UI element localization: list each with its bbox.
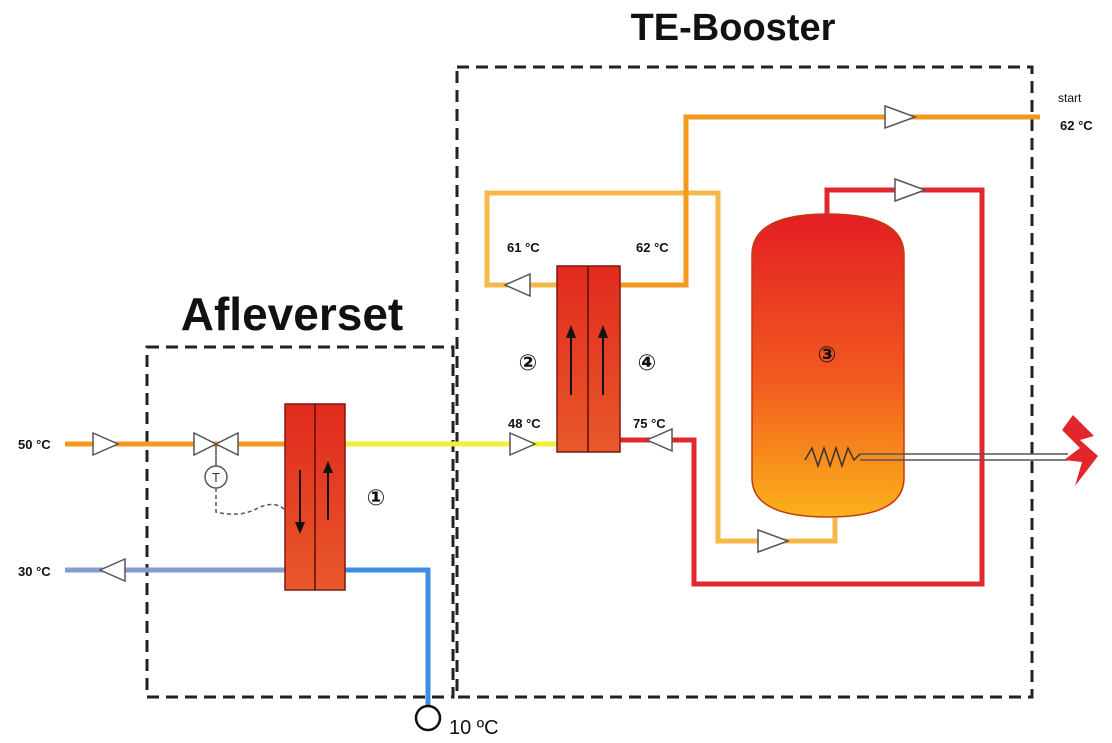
start-flow-arrow — [884, 104, 918, 130]
start-pipe — [620, 114, 1040, 288]
yellow-flow-arrow — [509, 431, 537, 457]
electric-lightning-icon — [1062, 415, 1098, 486]
te-booster-boundary — [455, 65, 1034, 699]
te-booster-title: TE-Booster — [631, 7, 836, 49]
hx2-left-top-temp: 61 °C — [507, 240, 540, 255]
afleverset-title: Afleverset — [181, 288, 403, 340]
start-label: start — [1058, 91, 1082, 105]
flow-arrows — [92, 104, 928, 583]
return-flow-arrow — [98, 557, 126, 583]
supply-temp-label: 50 °C — [18, 437, 51, 452]
hx2-left-bottom-temp: 48 °C — [508, 416, 541, 431]
loop-flow-arrow — [503, 272, 531, 298]
hx2-loop-pipe — [484, 190, 838, 544]
hx2-right-bottom-temp: 75 °C — [633, 416, 666, 431]
heat-exchanger-2-4 — [556, 265, 621, 453]
svg-text:T: T — [212, 470, 220, 485]
tank-top-flow-arrow — [894, 177, 928, 203]
hx2-right-top-temp: 62 °C — [636, 240, 669, 255]
component-1-label: ① — [367, 486, 386, 511]
storage-tank — [751, 213, 905, 518]
afleverset-boundary — [145, 345, 455, 699]
three-way-valve — [193, 431, 239, 466]
thermostat-sensor: T — [204, 465, 286, 515]
cold-water-inlet — [414, 704, 442, 732]
component-2-label: ② — [519, 351, 538, 376]
return-temp-label: 30 °C — [18, 564, 51, 579]
component-3-label: ③ — [818, 343, 837, 368]
heat-exchanger-1 — [284, 403, 346, 591]
cold-water-temp-label: 10 ºC — [449, 717, 499, 739]
component-4-label: ④ — [638, 351, 657, 376]
heating-element — [804, 445, 1068, 469]
tank-loop-pipe — [620, 187, 985, 587]
supply-flow-arrow — [92, 431, 120, 457]
red-flow-arrow — [645, 427, 673, 453]
cold-water-pipe — [345, 567, 431, 706]
tank-bottom-flow-arrow — [757, 528, 791, 554]
start-temp-label: 62 °C — [1060, 118, 1093, 133]
